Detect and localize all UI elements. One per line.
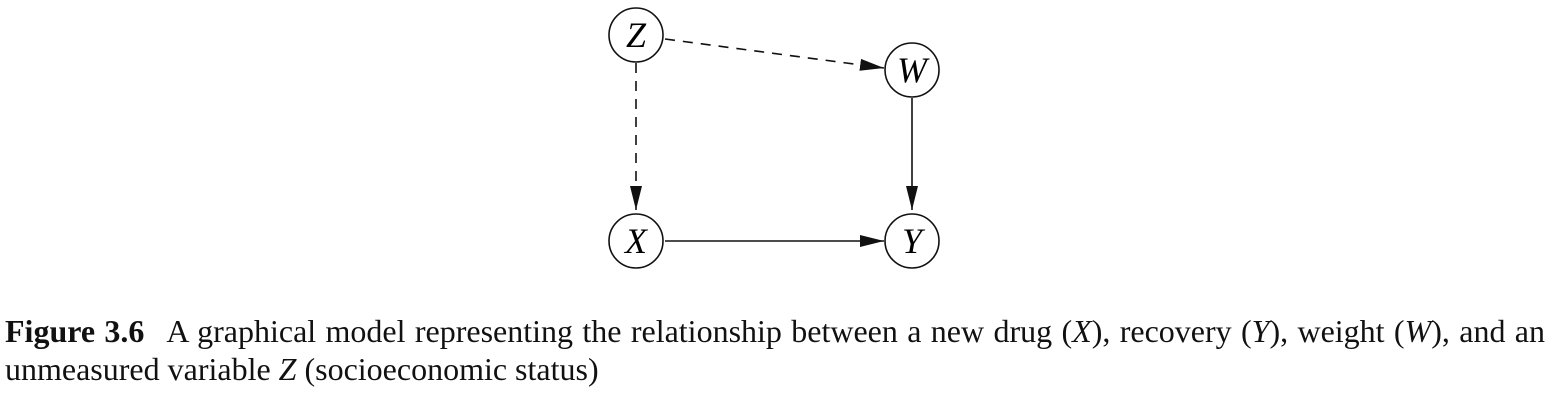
node-w-label: W: [897, 50, 930, 90]
node-y: Y: [884, 213, 940, 269]
figure-caption: Figure 3.6 A graphical model representing…: [5, 312, 1545, 388]
caption-text-5: (socioeconomic status): [296, 351, 599, 387]
caption-text-4: ), and an unmeasured variable: [5, 313, 1546, 387]
node-x-label: X: [623, 221, 649, 261]
caption-text-3: ), weight (: [1269, 313, 1405, 349]
figure-label: Figure 3.6: [5, 313, 145, 349]
caption-var-y: Y: [1251, 313, 1270, 349]
node-w: W: [884, 42, 940, 98]
causal-diagram: Z W X Y: [608, 7, 940, 269]
node-z: Z: [608, 7, 664, 63]
edge-z-to-w: [664, 38, 885, 71]
caption-text-1: A graphical model representing the relat…: [166, 313, 1073, 349]
node-x: X: [608, 213, 664, 269]
node-y-label: Y: [902, 221, 926, 261]
caption-var-x: X: [1072, 313, 1092, 349]
caption-var-w: W: [1404, 313, 1432, 349]
node-z-label: Z: [626, 15, 647, 55]
caption-var-z: Z: [278, 351, 297, 387]
caption-text-2: ), recovery (: [1091, 313, 1252, 349]
